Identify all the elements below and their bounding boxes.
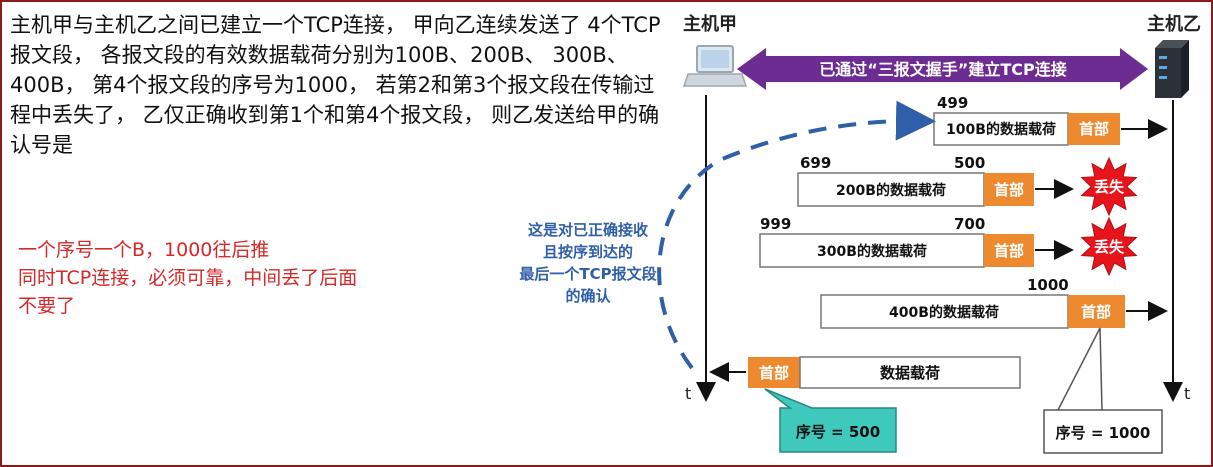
segment-1: 100B的数据载荷 首部 499 — [933, 94, 1168, 146]
annotation-line-4: 的确认 — [565, 287, 611, 305]
seq-1000-callout: 序号 = 1000 — [1043, 327, 1163, 454]
ack-reference-curve — [657, 100, 936, 370]
note-line-1: 一个序号一个B，1000往后推 — [18, 239, 270, 261]
segment-3-header: 首部 — [994, 242, 1024, 260]
lost-label-2: 丢失 — [1094, 238, 1125, 256]
annotation-line-3: 最后一个TCP报文段 — [519, 265, 656, 283]
segment-4-right-num: 1000 — [1027, 276, 1069, 294]
time-label-b: t — [1184, 384, 1190, 403]
time-label-a: t — [685, 384, 691, 403]
note-block: 一个序号一个B，1000往后推 同时TCP连接，必须可靠，中间丢了后面 不要了 — [18, 236, 498, 320]
host-a-label: 主机甲 — [683, 13, 737, 35]
seq-1000-label: 序号 = 1000 — [1056, 424, 1151, 442]
segment-1-left-num: 499 — [937, 94, 968, 112]
seq-500-callout: 序号 = 500 — [764, 388, 897, 453]
host-b-label: 主机乙 — [1147, 13, 1201, 35]
segment-3-right-num: 700 — [954, 215, 985, 233]
ack-segment: 首部 数据载荷 — [709, 356, 1021, 389]
segment-2-right-num: 500 — [954, 154, 985, 172]
annotation-line-1: 这是对已正确接收 — [528, 221, 648, 239]
segment-2: 200B的数据载荷 首部 699 500 丢失 — [797, 154, 1138, 217]
laptop-icon — [682, 45, 748, 87]
note-line-2: 同时TCP连接，必须可靠，中间丢了后面 — [18, 267, 358, 289]
annotation-line-2: 且按序到达的 — [543, 243, 633, 261]
connection-banner: 已通过“三报文握手”建立TCP连接 — [737, 48, 1148, 90]
segment-1-payload: 100B的数据载荷 — [946, 121, 1056, 138]
note-line-3: 不要了 — [18, 295, 76, 317]
banner-text: 已通过“三报文握手”建立TCP连接 — [819, 60, 1066, 79]
segment-3: 300B的数据载荷 首部 999 700 丢失 — [759, 215, 1138, 277]
segment-4: 400B的数据载荷 首部 1000 — [820, 276, 1168, 329]
segment-3-left-num: 999 — [760, 215, 791, 233]
question-text: 主机甲与主机乙之间已建立一个TCP连接， 甲向乙连续发送了 4个TCP报文段， … — [10, 13, 661, 157]
lost-label-1: 丢失 — [1094, 178, 1125, 196]
segment-4-payload: 400B的数据载荷 — [889, 304, 999, 321]
segment-1-header: 首部 — [1079, 120, 1109, 138]
ack-header: 首部 — [759, 364, 789, 382]
annotation-block: 这是对已正确接收 且按序到达的 最后一个TCP报文段 的确认 — [519, 221, 656, 305]
segment-2-payload: 200B的数据载荷 — [836, 182, 946, 199]
segment-2-header: 首部 — [994, 181, 1024, 199]
seq-500-label: 序号 = 500 — [796, 423, 880, 441]
server-icon — [1155, 40, 1189, 98]
segment-2-left-num: 699 — [800, 154, 831, 172]
segment-4-header: 首部 — [1081, 303, 1111, 321]
lost-burst-2 — [1080, 216, 1138, 277]
ack-payload: 数据载荷 — [880, 364, 940, 382]
lost-burst-1 — [1080, 156, 1138, 217]
segment-3-payload: 300B的数据载荷 — [817, 243, 927, 260]
